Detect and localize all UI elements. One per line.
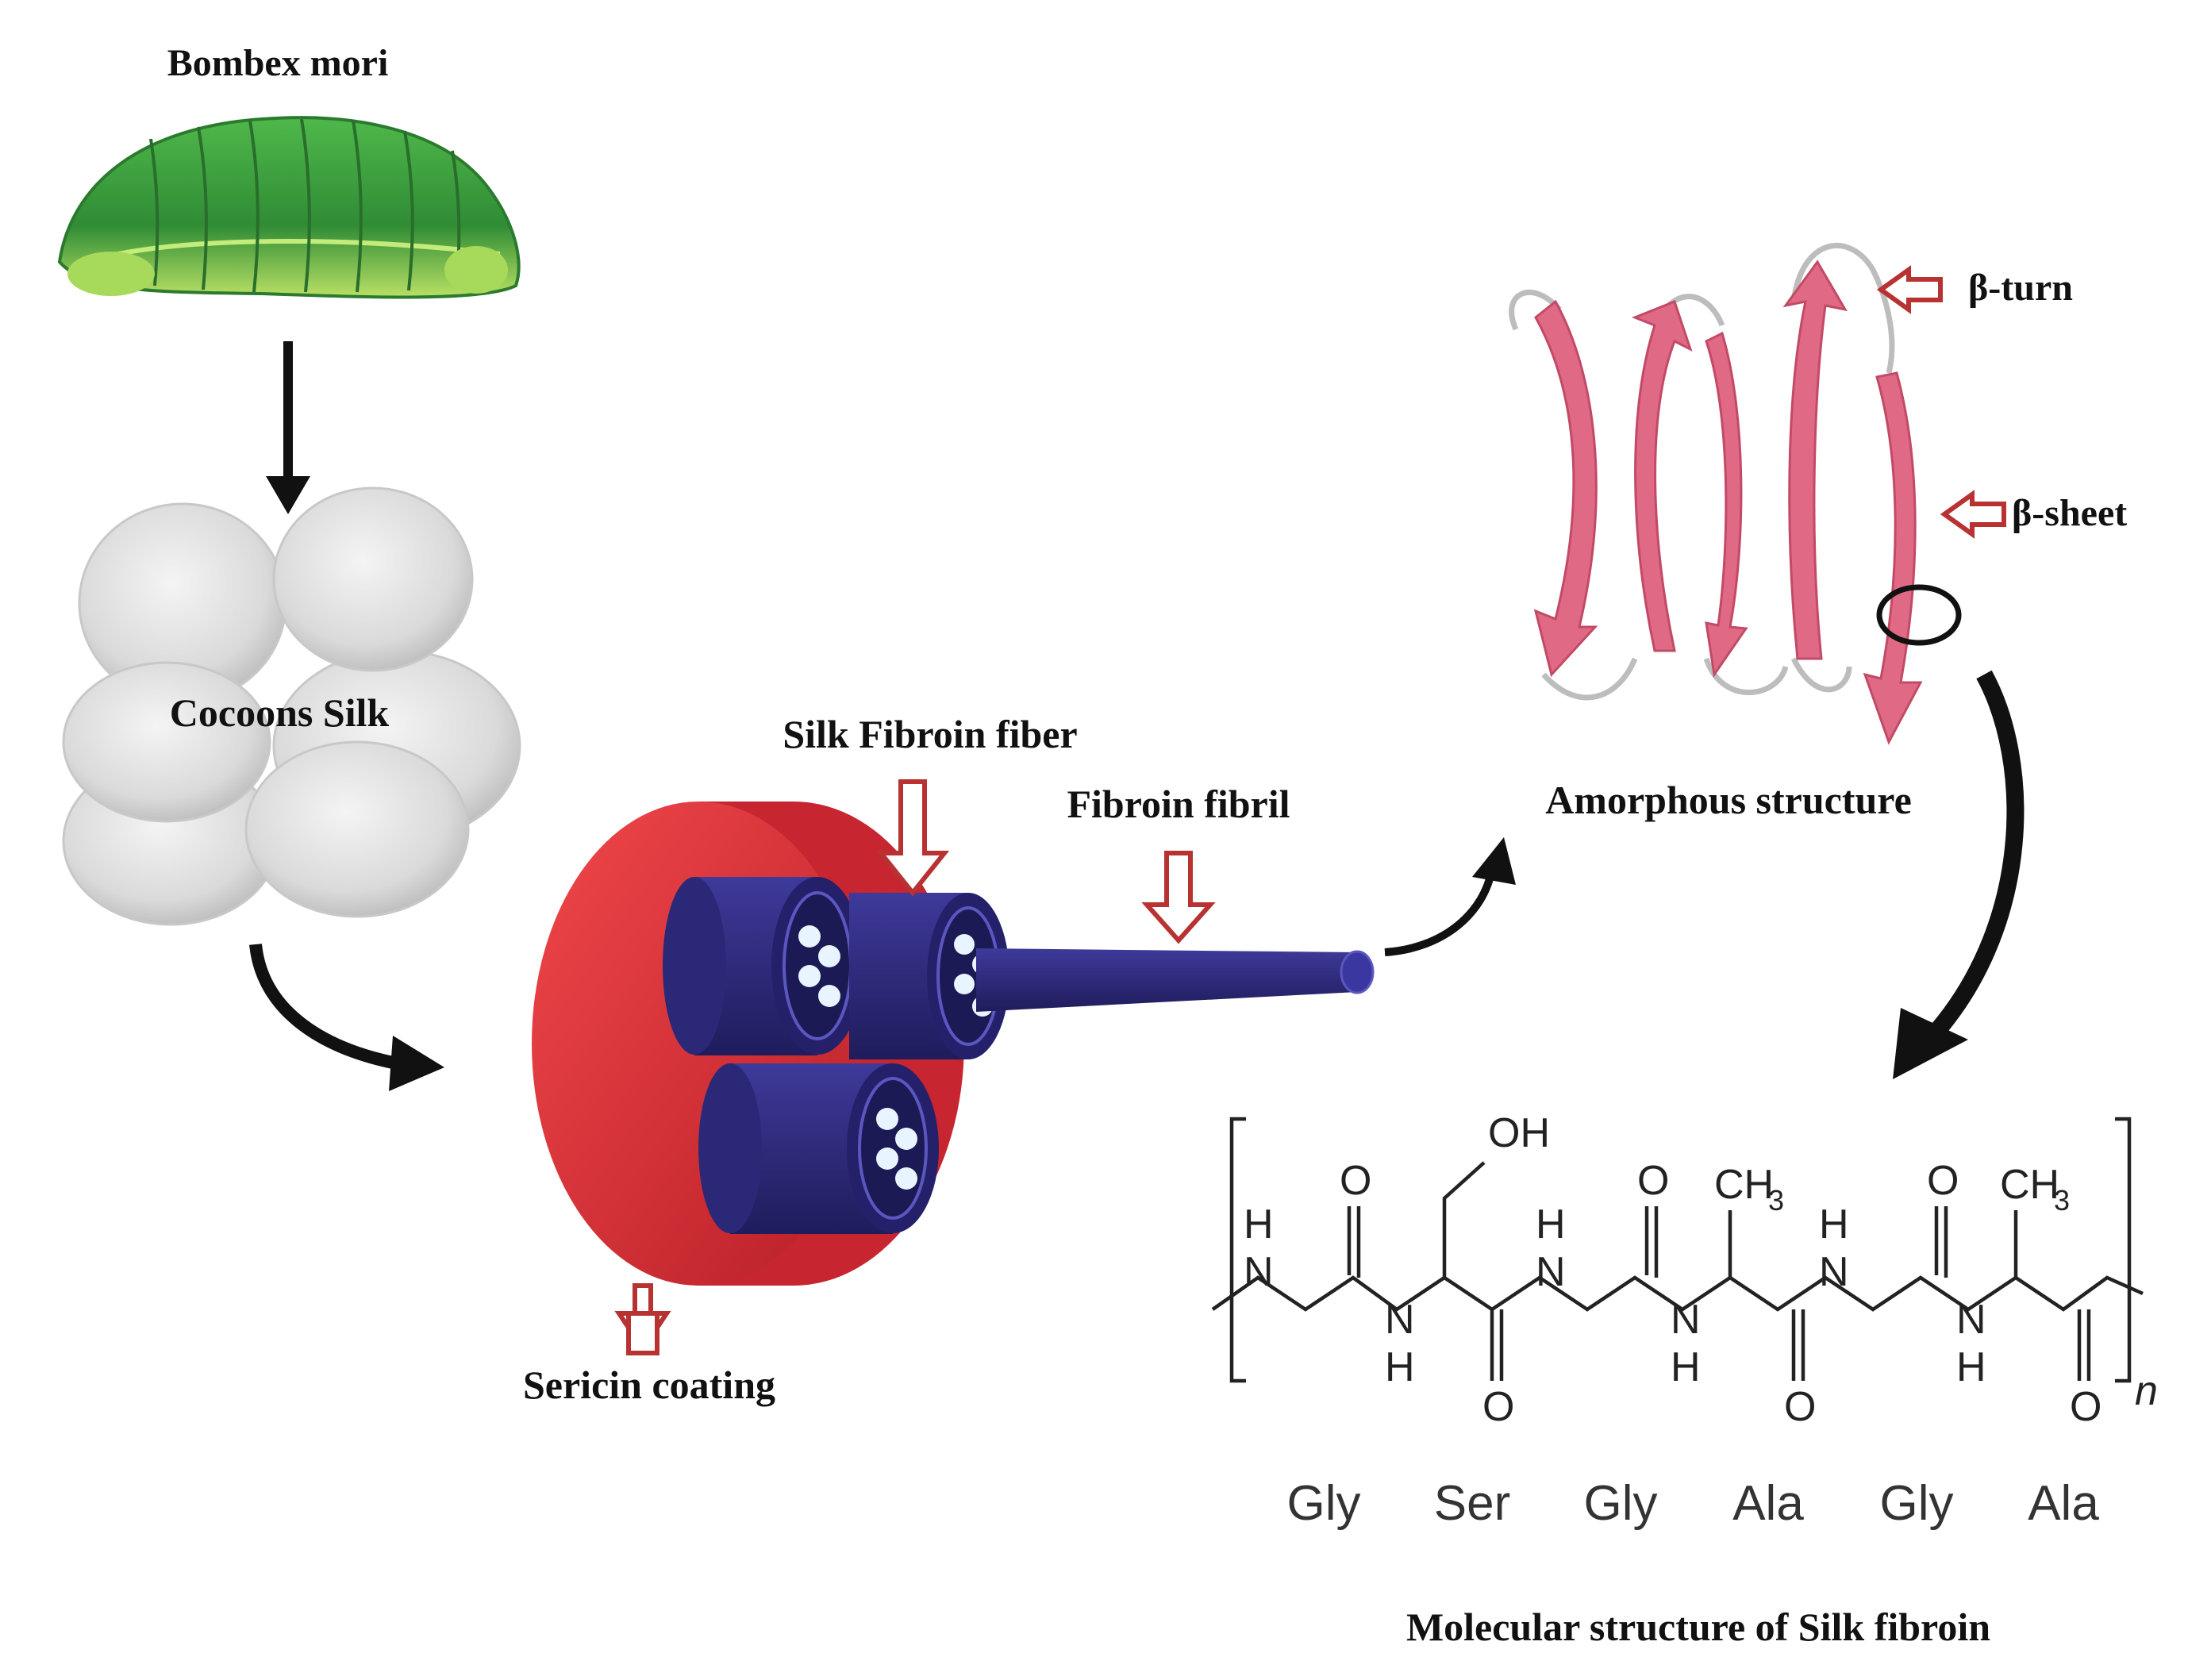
chem-n-5: N [1819,1249,1849,1295]
molecular-structure: OH O O O O O O CH 3 CH 3 H N N H H N N H… [1211,1110,2158,1430]
chem-n-1: N [1244,1249,1274,1295]
pointer-arrow-fibroin-fibril [1141,851,1216,944]
label-fibroin-fibril: Fibroin fibril [1067,782,1290,826]
chem-sub3-2: 3 [2054,1184,2070,1217]
label-bombex-mori: Bombex mori [167,42,389,84]
label-beta-turn: β-turn [1968,267,2073,309]
arrow-cocoons-to-fiber [249,944,444,1091]
cocoons-illustration [62,486,521,926]
chem-h-1: H [1244,1201,1274,1248]
chem-h-6: H [1956,1344,1986,1390]
residue-label: Gly [1287,1476,1361,1531]
label-amorphous-structure: Amorphous structure [1545,778,1912,822]
pointer-arrow-beta-sheet [1940,490,2006,539]
pointer-arrow-silk-fibroin-fiber [875,779,950,897]
residue-label: Ser [1434,1476,1510,1531]
chem-o-4: O [1482,1384,1514,1430]
chem-h-4: H [1671,1344,1701,1390]
chem-sub3-1: 3 [1768,1184,1784,1217]
fibroin-fibril-rod [976,948,1375,1012]
caterpillar-illustration [57,116,521,299]
residue-label: Ala [1732,1476,1804,1531]
chem-o-6: O [2070,1384,2101,1430]
label-cocoons-silk: Cocoons Silk [170,690,390,735]
arrow-fibril-to-structure [1384,837,1516,956]
pointer-arrow-sericin-coating [614,1283,671,1355]
label-molecular-structure: Molecular structure of Silk fibroin [1406,1605,1990,1649]
residue-label: Gly [1584,1476,1658,1531]
arrow-structure-to-molecule [1893,670,2025,1079]
pointer-arrow-beta-turn [1876,265,1943,314]
chem-n-2: N [1385,1297,1415,1343]
chem-o-3: O [1927,1158,1959,1204]
chem-ch-2: CH [2000,1162,2059,1208]
arrow-caterpillar-to-cocoons [266,341,310,514]
chem-o-5: O [1784,1384,1816,1430]
chem-n-3: N [1536,1249,1566,1295]
residue-label: Gly [1880,1476,1954,1531]
residue-labels: Gly Ser Gly Ala Gly Ala [1287,1476,2100,1531]
beta-sheet-structure [1509,242,1962,745]
chem-h-5: H [1819,1201,1849,1248]
chem-ch-1: CH [1714,1162,1774,1208]
chem-o-2: O [1637,1158,1669,1204]
residue-label: Ala [2028,1476,2099,1531]
label-beta-sheet: β-sheet [2012,492,2127,534]
chem-n-4: N [1671,1297,1701,1343]
chem-h-3: H [1536,1201,1566,1248]
chem-oh: OH [1488,1110,1550,1156]
label-silk-fibroin-fiber: Silk Fibroin fiber [783,712,1077,756]
chem-n-6: N [1956,1297,1986,1343]
label-sericin-coating: Sericin coating [523,1363,775,1407]
chem-h-2: H [1385,1344,1415,1390]
chem-repeat-n: n [2135,1368,2158,1414]
chem-o-1: O [1340,1158,1371,1204]
